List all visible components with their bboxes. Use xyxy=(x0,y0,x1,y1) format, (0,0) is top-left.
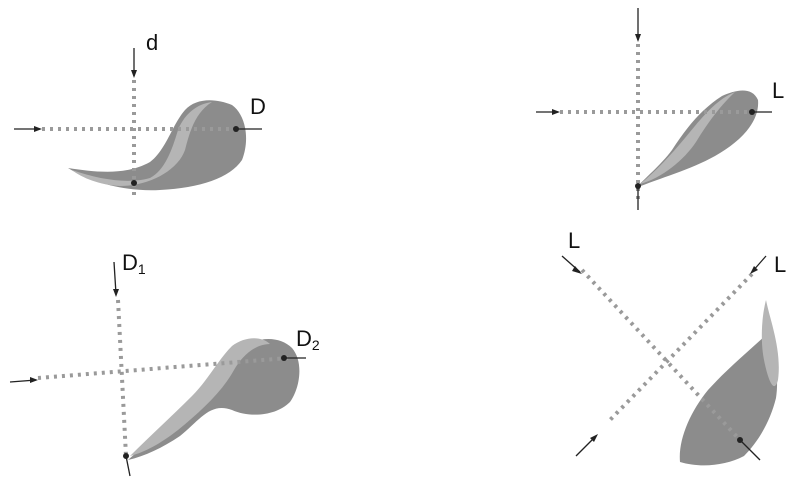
label-D2-main: D xyxy=(296,326,312,351)
measure-point-bottom xyxy=(635,183,641,189)
tooth-body-light xyxy=(640,92,735,184)
tooth-body-light xyxy=(72,102,212,186)
measure-point-top xyxy=(749,109,755,115)
arrow-left-head xyxy=(34,126,42,132)
vertical-guide xyxy=(116,299,128,457)
label-D1-sub: 1 xyxy=(138,261,146,277)
arrow-left-head xyxy=(552,109,560,115)
measure-point-bottom xyxy=(737,437,743,443)
measure-point-top xyxy=(233,126,239,132)
label-D1-main: D xyxy=(122,250,138,275)
arrow-left-head xyxy=(30,377,38,383)
label-D1: D1 xyxy=(122,250,146,277)
label-L-left: L xyxy=(568,228,580,253)
panel-bottom-left: D1 D2 xyxy=(9,250,320,477)
arrow-upper-right-head xyxy=(750,266,758,274)
label-d: d xyxy=(146,30,158,55)
label-D: D xyxy=(250,94,266,119)
label-D2: D2 xyxy=(296,326,320,353)
label-D2-sub: 2 xyxy=(312,337,320,353)
panel-top-right: L xyxy=(536,8,784,210)
diagonal-guide-right xyxy=(608,272,754,422)
horizontal-guide xyxy=(37,356,289,380)
arrow-lower-right-shaft xyxy=(739,439,761,461)
measure-point-bottom xyxy=(123,453,129,459)
arrow-lower-left-head xyxy=(590,434,598,442)
label-L: L xyxy=(772,78,784,103)
panel-bottom-right: L L xyxy=(561,228,786,466)
label-L-right: L xyxy=(774,252,786,277)
tooth-body-dark xyxy=(679,335,778,466)
measure-point-bottom xyxy=(131,180,137,186)
tooth-body-dark xyxy=(68,100,247,191)
diagonal-guide-left xyxy=(580,268,742,442)
arrow-upper-left-head xyxy=(572,266,582,274)
arrow-down-shaft xyxy=(113,261,117,295)
arrow-down-head xyxy=(635,34,641,42)
measure-point-top xyxy=(281,355,287,361)
arrow-up-shaft xyxy=(125,455,131,477)
tooth-body-light xyxy=(130,338,270,456)
tooth-body-light xyxy=(761,300,779,387)
panel-top-left: d D xyxy=(14,30,266,198)
arrow-down-head xyxy=(131,70,137,78)
arrow-down-head xyxy=(113,289,119,297)
